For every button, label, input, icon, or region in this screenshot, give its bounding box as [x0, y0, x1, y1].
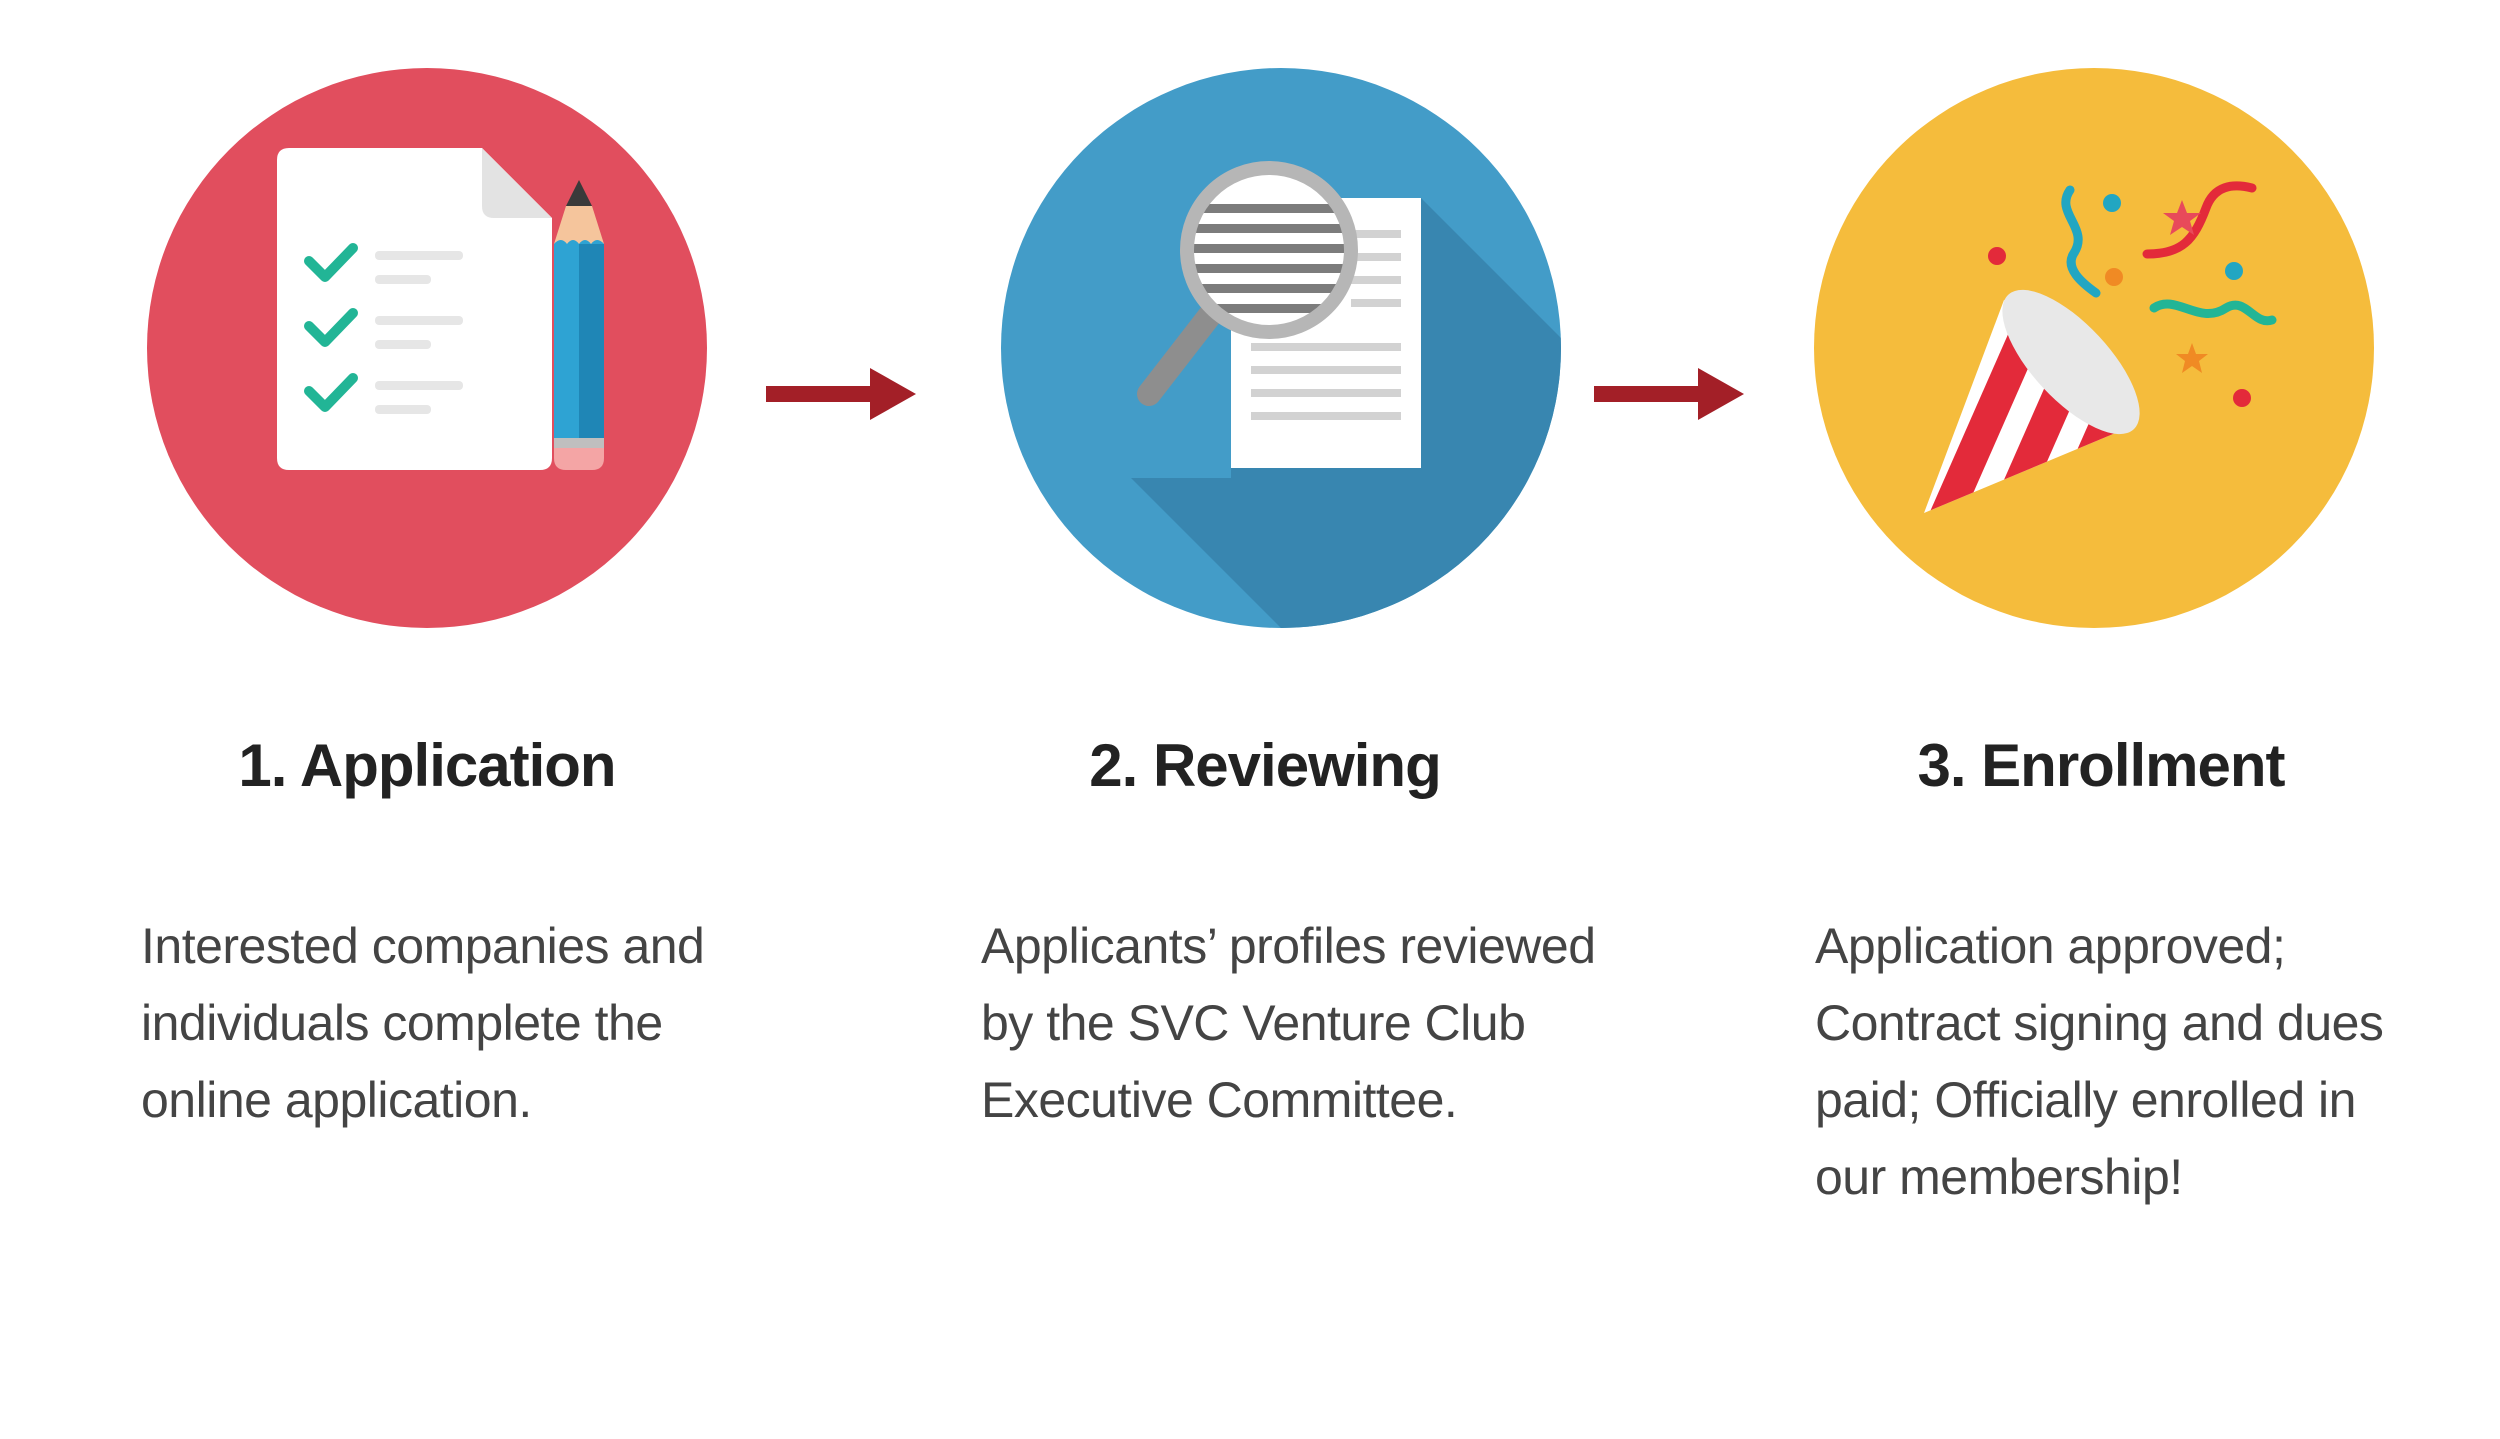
popper-opening	[2002, 289, 2140, 435]
description-line: Contract signing and dues	[1815, 995, 2384, 1051]
description-line: Interested companies and	[141, 918, 705, 974]
arrow-right-icon	[1594, 368, 1744, 420]
description-line: paid; Officially enrolled in	[1815, 1072, 2356, 1128]
description-line: Application approved;	[1815, 918, 2286, 974]
step-title-enrollment: 3. Enrollment	[1917, 732, 2285, 799]
description-line: Executive Committee.	[981, 1072, 1458, 1128]
description-line: Applicants’ profiles reviewed	[981, 918, 1596, 974]
step-description-reviewing: Applicants’ profiles reviewed by the SVC…	[981, 908, 1596, 1139]
checklist-document-pencil-icon	[147, 68, 707, 628]
magnifier	[1137, 161, 1358, 406]
step-description-enrollment: Application approved; Contract signing a…	[1815, 908, 2425, 1216]
checklist-lines	[375, 251, 463, 414]
description-line: by the SVC Venture Club	[981, 995, 1526, 1051]
description-line: online application.	[141, 1072, 532, 1128]
step-title-reviewing: 2. Reviewing	[1089, 732, 1441, 799]
magnifier-ring	[1180, 161, 1358, 339]
party-popper-icon	[1814, 68, 2374, 628]
arrow-right-icon	[766, 368, 916, 420]
checkmark-icons	[304, 243, 358, 412]
magnified-text	[1187, 204, 1351, 313]
step-title-application: 1. Application	[238, 732, 616, 799]
magnifier-handle	[1137, 302, 1223, 406]
confetti	[1988, 181, 2277, 407]
pencil-icon	[554, 180, 604, 470]
magnifier-document-icon	[1001, 68, 1561, 628]
checklist-document	[277, 148, 552, 470]
step-description-application: Interested companies and individuals com…	[141, 908, 751, 1139]
description-line: our membership!	[1815, 1149, 2183, 1205]
description-line: individuals complete the	[141, 995, 663, 1051]
